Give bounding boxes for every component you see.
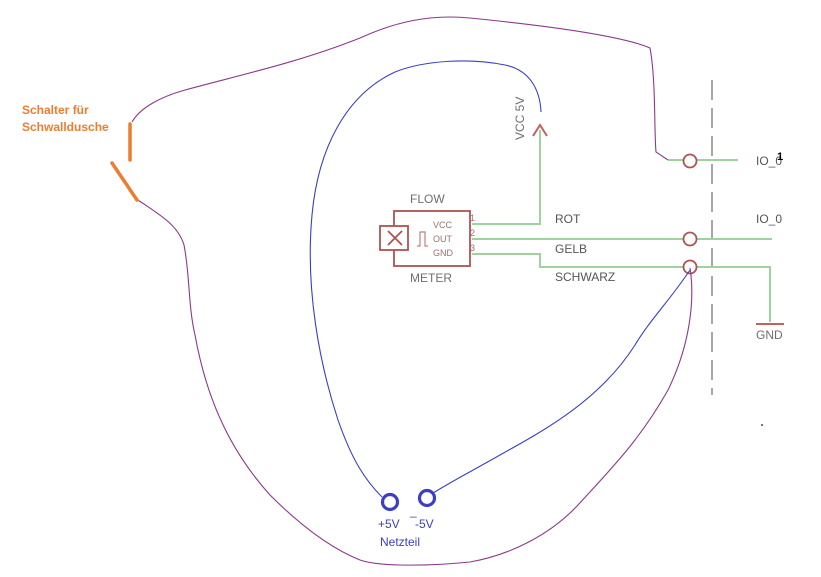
switch-label-line1: Schalter für <box>22 103 89 117</box>
flow-meter-title-top: FLOW <box>410 192 445 206</box>
power-terminal-plus <box>380 492 400 512</box>
pin-number-3: 3 <box>470 243 475 253</box>
wire-label-gelb: GELB <box>555 242 587 256</box>
power-label-name: Netzteil <box>380 535 420 549</box>
flow-meter-switch-box <box>379 225 409 251</box>
flow-meter-title-bottom: METER <box>410 271 452 285</box>
switch-label-line2: Schwalldusche <box>22 120 109 134</box>
power-label-separator: _ <box>409 504 417 518</box>
vcc-label: VCC 5V <box>513 97 527 140</box>
schematic-wires <box>472 130 772 322</box>
terminal-io-upper <box>682 153 698 169</box>
power-label-minus: -5V <box>415 517 434 531</box>
power-terminal-minus <box>417 488 437 508</box>
flow-meter-symbol: FLOW METER VCC OUT GND 1 2 3 <box>379 192 475 285</box>
flow-meter-cross-icon <box>387 230 403 246</box>
wire-label-rot: ROT <box>555 212 581 226</box>
io-label-upper: IO_0 <box>756 154 782 168</box>
pin-number-1: 1 <box>470 213 475 223</box>
terminal-gelb <box>682 231 698 247</box>
power-label-plus: +5V <box>378 517 400 531</box>
pin-name-vcc: VCC <box>433 220 453 230</box>
hand-drawn-purple-wire <box>131 16 693 566</box>
io-label-main: IO_0 <box>756 212 782 226</box>
hand-drawn-blue-wire-plus <box>309 60 542 498</box>
flow-meter-pulse-icon <box>417 231 428 247</box>
hand-drawn-blue-wire-minus <box>429 269 691 496</box>
switch-contact-lower <box>110 161 139 202</box>
pin-name-out: OUT <box>433 234 453 244</box>
pin-number-2: 2 <box>470 228 475 238</box>
gnd-label: GND <box>756 328 783 342</box>
overlay-marker: 1 <box>777 151 783 163</box>
vcc-arrow-icon <box>532 123 548 137</box>
wire-gnd-schwarz <box>472 253 771 322</box>
wire-vcc <box>472 130 541 225</box>
stray-dot <box>761 424 763 426</box>
terminal-schwarz <box>682 259 698 275</box>
wire-label-schwarz: SCHWARZ <box>555 270 615 284</box>
pin-name-gnd: GND <box>433 248 454 258</box>
